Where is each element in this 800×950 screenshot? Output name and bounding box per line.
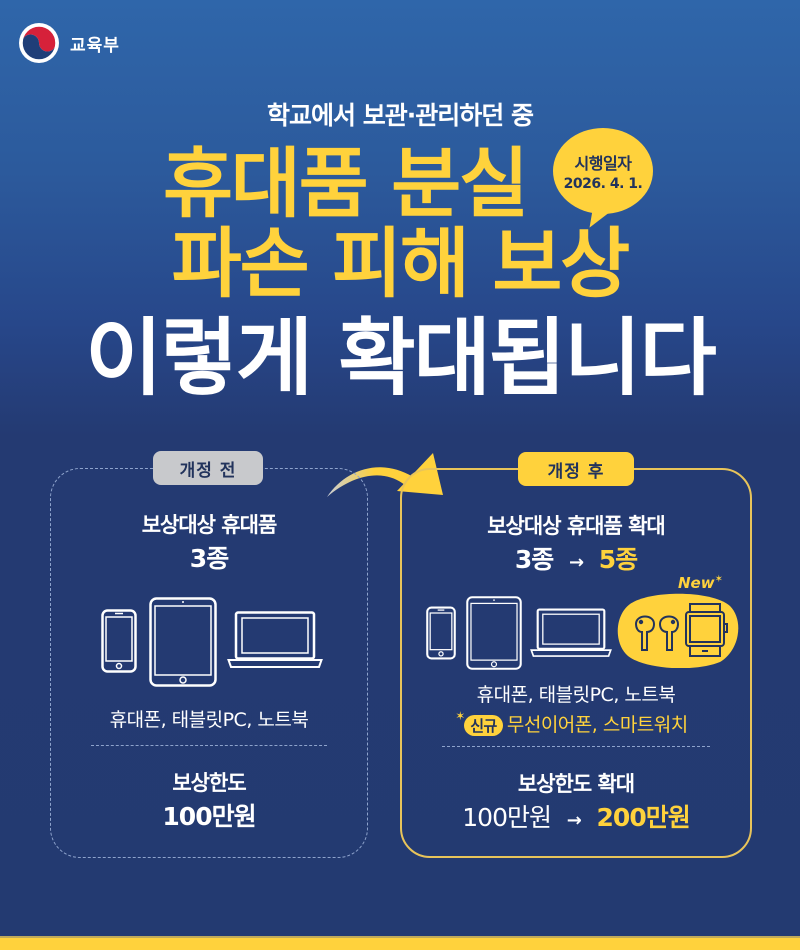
after-revision-panel: 개정 후 보상대상 휴대품 확대 3종 → 5종 New✶ — [400, 452, 752, 858]
after-device-icons: New✶ — [426, 570, 746, 670]
before-devices-text: 휴대폰, 태블릿PC, 노트북 — [109, 709, 309, 731]
before-badge: 개정 전 — [153, 451, 263, 485]
after-new-devices-text: 무선이어폰, 스마트워치 — [506, 714, 688, 736]
after-items-to: 5종 — [598, 545, 638, 574]
new-label: New✶ — [678, 574, 723, 592]
after-items-change: 3종 → 5종 — [402, 540, 750, 576]
smartwatch-icon — [685, 603, 728, 657]
earbuds-icon — [634, 615, 680, 651]
star-icon: ✶ — [455, 709, 465, 723]
hero-title-line3: 이렇게 확대됩니다 — [85, 309, 717, 407]
before-device-icons — [101, 597, 323, 687]
hero-title-line1: 휴대품 분실 — [162, 139, 529, 228]
after-items-from: 3종 — [514, 545, 554, 574]
after-badge: 개정 후 — [518, 452, 634, 486]
arrow-icon: → — [566, 810, 582, 831]
effective-date-bubble: 시행일자 2026. 4. 1. — [553, 128, 653, 214]
before-items-count: 3종 — [189, 544, 229, 573]
hero-title-line2: 파손 피해 보상 — [171, 219, 630, 308]
after-limit-from: 100만원 — [462, 803, 552, 832]
smartphone-icon — [101, 609, 137, 673]
new-pill-badge: ✶신규 — [455, 709, 503, 736]
hero-subtitle: 학교에서 보관·관리하던 중 — [267, 101, 534, 130]
after-devices-text: 휴대폰, 태블릿PC, 노트북 — [476, 684, 676, 706]
effective-date-value: 2026. 4. 1. — [563, 176, 643, 192]
after-items-title: 보상대상 휴대품 확대 — [487, 514, 666, 538]
ministry-logo: 교육부 — [18, 22, 120, 64]
before-limit-title: 보상한도 — [172, 771, 246, 795]
after-limit-change: 100만원 → 200만원 — [402, 798, 750, 834]
before-divider — [91, 745, 327, 746]
taegeuk-emblem-icon — [19, 23, 59, 63]
ministry-name: 교육부 — [70, 35, 120, 56]
new-devices-highlight — [617, 593, 739, 668]
arrow-icon: → — [568, 552, 584, 573]
before-items-title: 보상대상 휴대품 — [141, 513, 278, 537]
bottom-accent-strip — [0, 936, 800, 950]
after-divider — [442, 746, 710, 747]
laptop-icon — [227, 611, 323, 668]
tablet-icon — [466, 596, 522, 670]
tablet-icon — [149, 597, 217, 687]
after-limit-title: 보상한도 확대 — [517, 772, 635, 796]
before-limit-value: 100만원 — [162, 802, 256, 831]
before-revision-panel: 개정 전 보상대상 휴대품 3종 휴대폰, 태블릿PC, 노트북 보상한도 10… — [50, 451, 368, 858]
effective-date-label: 시행일자 — [574, 154, 632, 173]
laptop-icon — [530, 608, 612, 657]
after-limit-to: 200만원 — [596, 803, 691, 832]
smartphone-icon — [426, 606, 456, 660]
